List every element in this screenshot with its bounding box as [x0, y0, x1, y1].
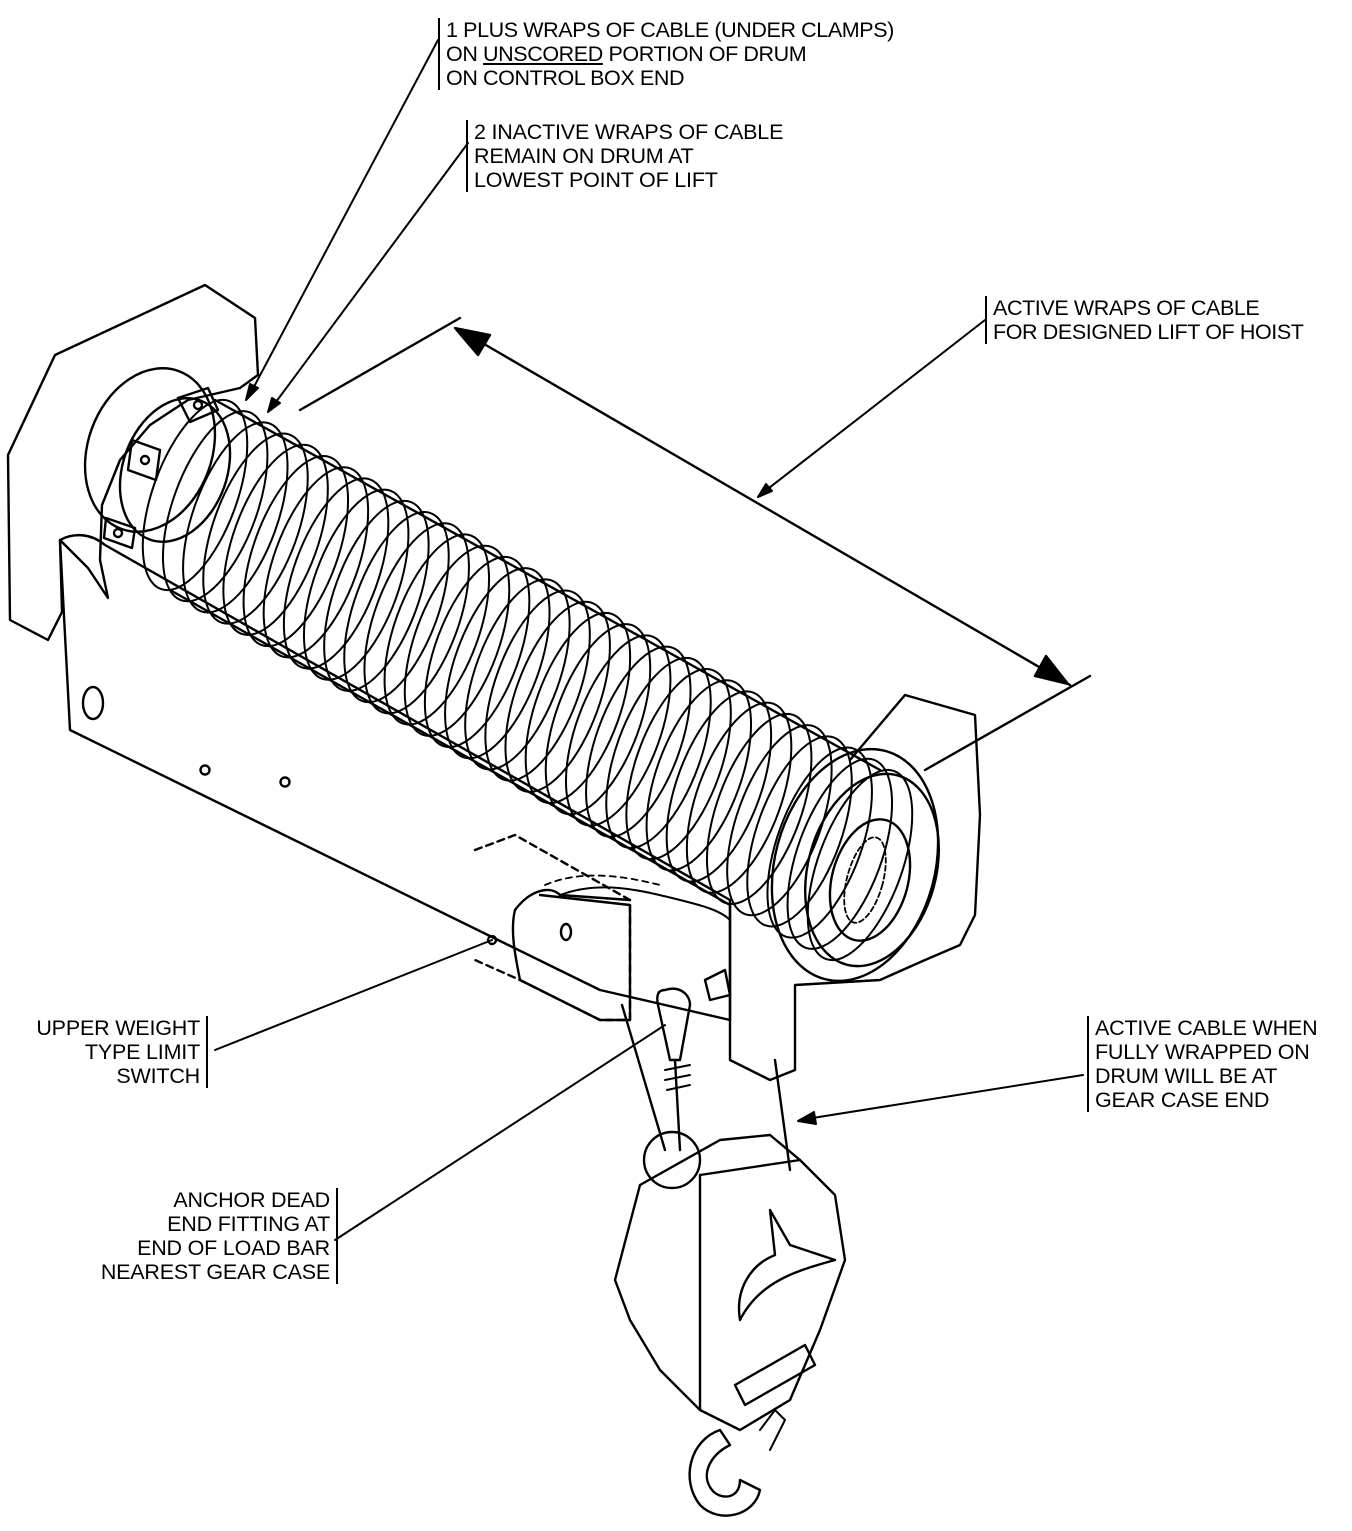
- drum-top-edge: [213, 398, 882, 772]
- callout-plus-wraps: 1 PLUS WRAPS OF CABLE (UNDER CLAMPS) ON …: [438, 18, 894, 90]
- callout-plus-wraps-line3: ON CONTROL BOX END: [446, 66, 685, 90]
- leader-active-cable-arrow: [797, 1111, 817, 1125]
- cable-wrap: [605, 656, 712, 849]
- clamp-bolt-bottom: [112, 527, 124, 539]
- cable-wrap: [343, 511, 450, 704]
- cable-wrap: [726, 724, 833, 917]
- switch-cable: [559, 886, 731, 921]
- right-drum-flange-rim: [803, 772, 941, 968]
- cable-wrap: [383, 533, 491, 726]
- leader-active-cable: [799, 1074, 1084, 1121]
- cable-clamp-bottom: [102, 516, 137, 550]
- gear-case-end-plate: [728, 693, 982, 1082]
- cable-strand-left: [620, 1003, 667, 1152]
- dead-end-fitting: [656, 987, 692, 1062]
- left-drum-flange: [83, 367, 217, 533]
- arrowhead-right: [1033, 654, 1070, 686]
- control-box-end-plate: [6, 283, 260, 642]
- leader-inactive-wraps-arrow: [267, 397, 281, 413]
- extent-tick-left: [298, 316, 462, 412]
- side-frame-plate: [58, 533, 732, 1022]
- drum-cable-wraps: [141, 398, 914, 962]
- rivet-left: [199, 764, 211, 776]
- switch-cable-dashed: [544, 874, 661, 886]
- cable-wrap: [625, 668, 732, 861]
- cable-wrap: [423, 555, 531, 749]
- cable-wrap: [242, 455, 350, 648]
- callout-plus-wraps-line2: ON UNSCORED PORTION OF DRUM: [446, 42, 807, 66]
- leader-inactive-wraps: [269, 142, 469, 411]
- unscored-underlined: UNSCORED: [483, 42, 603, 66]
- cable-wrap: [222, 443, 329, 636]
- cable-clamp-middle: [126, 438, 162, 482]
- fitting-wraps: [664, 1064, 691, 1091]
- cable-wrap: [262, 466, 370, 659]
- callout-plus-wraps-line1: 1 PLUS WRAPS OF CABLE (UNDER CLAMPS): [446, 18, 894, 42]
- cable-wrap: [806, 768, 914, 962]
- cable-wrap: [665, 690, 773, 883]
- limit-switch-box: [473, 833, 632, 1022]
- callout-limit-switch: UPPER WEIGHT TYPE LIMIT SWITCH: [10, 1016, 208, 1088]
- cable-wrap: [302, 488, 410, 681]
- block-nameplate: [733, 1343, 817, 1407]
- cable-wrap: [705, 712, 813, 905]
- cable-wrap: [766, 746, 873, 939]
- leader-anchor: [334, 1024, 666, 1241]
- extent-tick-right: [923, 674, 1092, 772]
- cable-wrap: [403, 544, 511, 737]
- leader-limit-switch: [214, 939, 493, 1051]
- cable-wrap: [484, 589, 591, 782]
- leader-plus-wraps: [247, 39, 439, 399]
- cable-wrap: [202, 432, 309, 625]
- cable-wrap: [544, 623, 652, 816]
- cable-wrap: [444, 567, 551, 760]
- sheave-ball: [642, 1130, 702, 1190]
- callout-inactive-wraps: 2 INACTIVE WRAPS OF CABLE REMAIN ON DRUM…: [466, 120, 783, 192]
- cable-wrap: [504, 600, 611, 793]
- active-cable: [773, 1058, 792, 1172]
- callout-anchor: ANCHOR DEAD END FITTING AT END OF LOAD B…: [40, 1188, 338, 1284]
- arrowhead-left: [453, 326, 492, 357]
- clamp-bolt-top: [192, 399, 204, 411]
- hook-latch: [759, 1409, 786, 1451]
- extent-line: [458, 328, 1072, 687]
- cable-wrap: [161, 410, 269, 603]
- cable-wrap: [585, 645, 692, 838]
- hook-block-side: [698, 1158, 802, 1412]
- cable-wrap: [786, 757, 894, 950]
- leader-plus-wraps-arrow: [245, 383, 259, 401]
- dead-end-cable: [673, 1058, 682, 1152]
- block-emblem: [737, 1208, 837, 1322]
- frame-hole: [81, 685, 105, 721]
- cable-wrap: [564, 634, 672, 827]
- hook-block-body: [613, 1133, 847, 1432]
- leader-active-wraps: [759, 319, 986, 496]
- cable-wrap: [323, 499, 430, 692]
- cable-wrap: [464, 578, 571, 771]
- leader-active-wraps-arrow: [757, 483, 773, 498]
- cable-wrap: [282, 477, 390, 670]
- right-drum-flange: [770, 747, 940, 983]
- drum-hub: [828, 818, 912, 942]
- cable-wrap: [363, 522, 470, 715]
- drum-spline: [843, 836, 887, 924]
- cable-wrap: [182, 421, 289, 614]
- clamp-bolt-middle: [139, 454, 151, 466]
- load-bar-pin: [703, 968, 732, 1002]
- cable-wrap: [645, 679, 753, 872]
- callout-active-wraps: ACTIVE WRAPS OF CABLE FOR DESIGNED LIFT …: [985, 296, 1304, 344]
- rivet-right: [279, 776, 291, 788]
- cable-clamp-top: [176, 386, 220, 424]
- cable-wrap: [685, 701, 793, 894]
- callout-active-cable: ACTIVE CABLE WHEN FULLY WRAPPED ON DRUM …: [1087, 1016, 1318, 1112]
- cable-wrap: [746, 735, 853, 928]
- cable-wrap: [524, 611, 632, 805]
- load-hook: [688, 1428, 762, 1517]
